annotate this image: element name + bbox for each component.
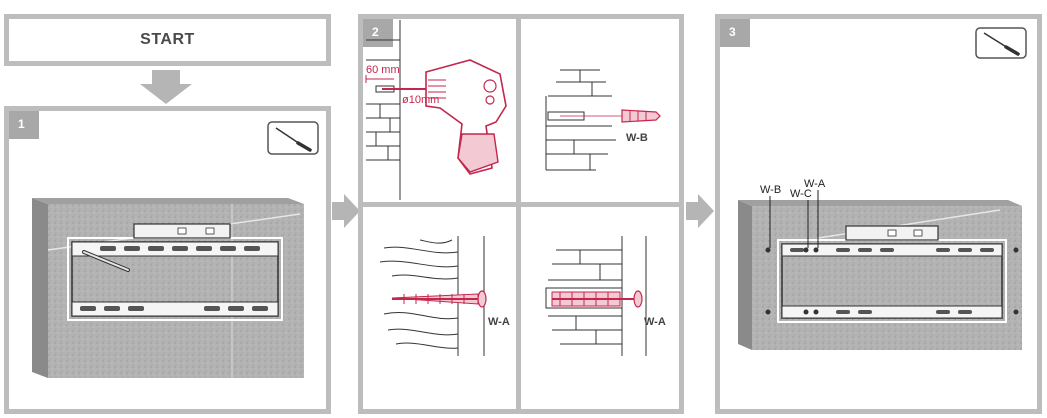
wood-section-q3 (379, 236, 485, 356)
wall-section-step3 (738, 200, 1022, 350)
step-2-divider-horizontal (358, 202, 684, 207)
screwdriver-icon (975, 27, 1027, 59)
step-3-number: 3 (729, 25, 736, 39)
screwdriver-icon (267, 121, 319, 155)
step-2-divider-vertical (516, 14, 521, 414)
spirit-level-step3 (845, 225, 939, 241)
brick-wall-q2 (545, 69, 616, 171)
pencil-step1 (82, 250, 130, 272)
screw-plug-icon (551, 290, 643, 308)
step-1-badge: 1 (9, 111, 39, 139)
brick-wall-q1 (366, 20, 401, 200)
spirit-level-step1 (133, 223, 231, 239)
step-3-badge: 3 (720, 19, 750, 47)
wood-screw-icon (391, 290, 487, 308)
plug-screw-label: W-A (644, 316, 666, 328)
final-wb-label: W-B (760, 184, 782, 196)
drill-depth-label: 60 mm (366, 64, 400, 76)
wall-plug-label: W-B (626, 132, 648, 144)
final-wa-label: W-A (804, 178, 826, 190)
drill-icon (365, 59, 507, 175)
final-wc-label: W-C (790, 188, 812, 200)
step-2-number: 2 (372, 25, 379, 39)
start-label: START (140, 31, 195, 48)
step-2-panel: 2 (358, 14, 684, 414)
step-2-badge: 2 (363, 19, 393, 47)
wall-bracket-step3 (765, 239, 1019, 323)
leader-lines-step3 (769, 190, 819, 248)
start-box: START (4, 14, 331, 66)
step-1-number: 1 (18, 117, 25, 131)
wall-plug-icon (621, 109, 661, 123)
drill-diameter-label: ø10mm (402, 94, 440, 106)
wall-section-step1 (32, 198, 304, 378)
wood-screw-label: W-A (488, 316, 510, 328)
